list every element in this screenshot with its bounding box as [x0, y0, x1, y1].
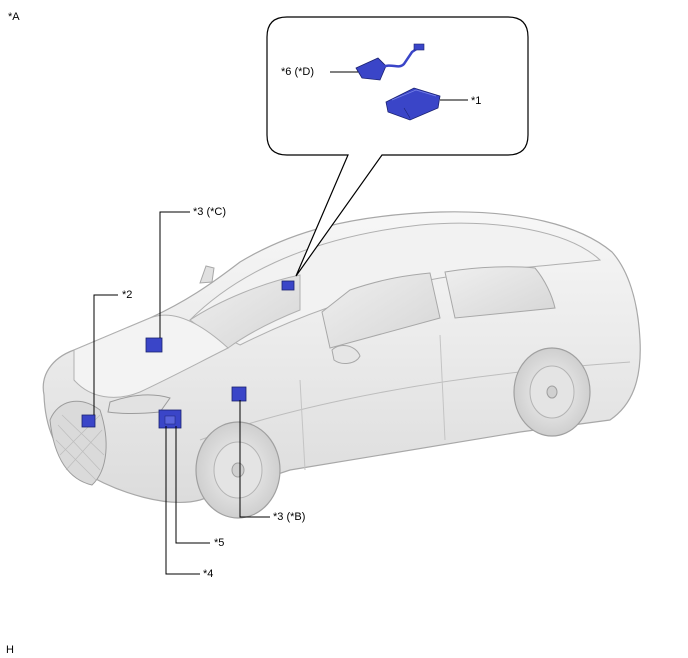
callout-label-5: *5 — [214, 537, 225, 549]
callout-label-4: *4 — [203, 568, 214, 580]
leader-lines — [93, 71, 468, 575]
footer-tag: H — [6, 644, 14, 656]
callout-bubble — [266, 16, 529, 277]
component-1-detail — [385, 87, 441, 121]
leader-4 — [165, 426, 200, 575]
callout-label-1: *1 — [471, 95, 482, 107]
front-wheel — [195, 421, 281, 519]
callout-label-2: *2 — [122, 289, 133, 301]
component-3c — [145, 337, 163, 353]
rear-wheel — [513, 347, 591, 437]
leader-5 — [175, 426, 210, 544]
component-roof-module — [281, 280, 295, 291]
callout-label-6d: *6 (*D) — [281, 66, 315, 78]
car-body — [42, 211, 641, 503]
leader-3c — [159, 211, 190, 338]
callout-label-3c: *3 (*C) — [193, 206, 227, 218]
component-2 — [81, 414, 96, 428]
leader-3b — [239, 400, 270, 518]
component-4-5 — [158, 409, 182, 429]
component-3b — [231, 386, 247, 402]
leader-2 — [93, 294, 118, 415]
component-6-detail — [355, 43, 425, 81]
figure-tag: *A — [8, 11, 20, 23]
callout-label-3b: *3 (*B) — [273, 511, 306, 523]
